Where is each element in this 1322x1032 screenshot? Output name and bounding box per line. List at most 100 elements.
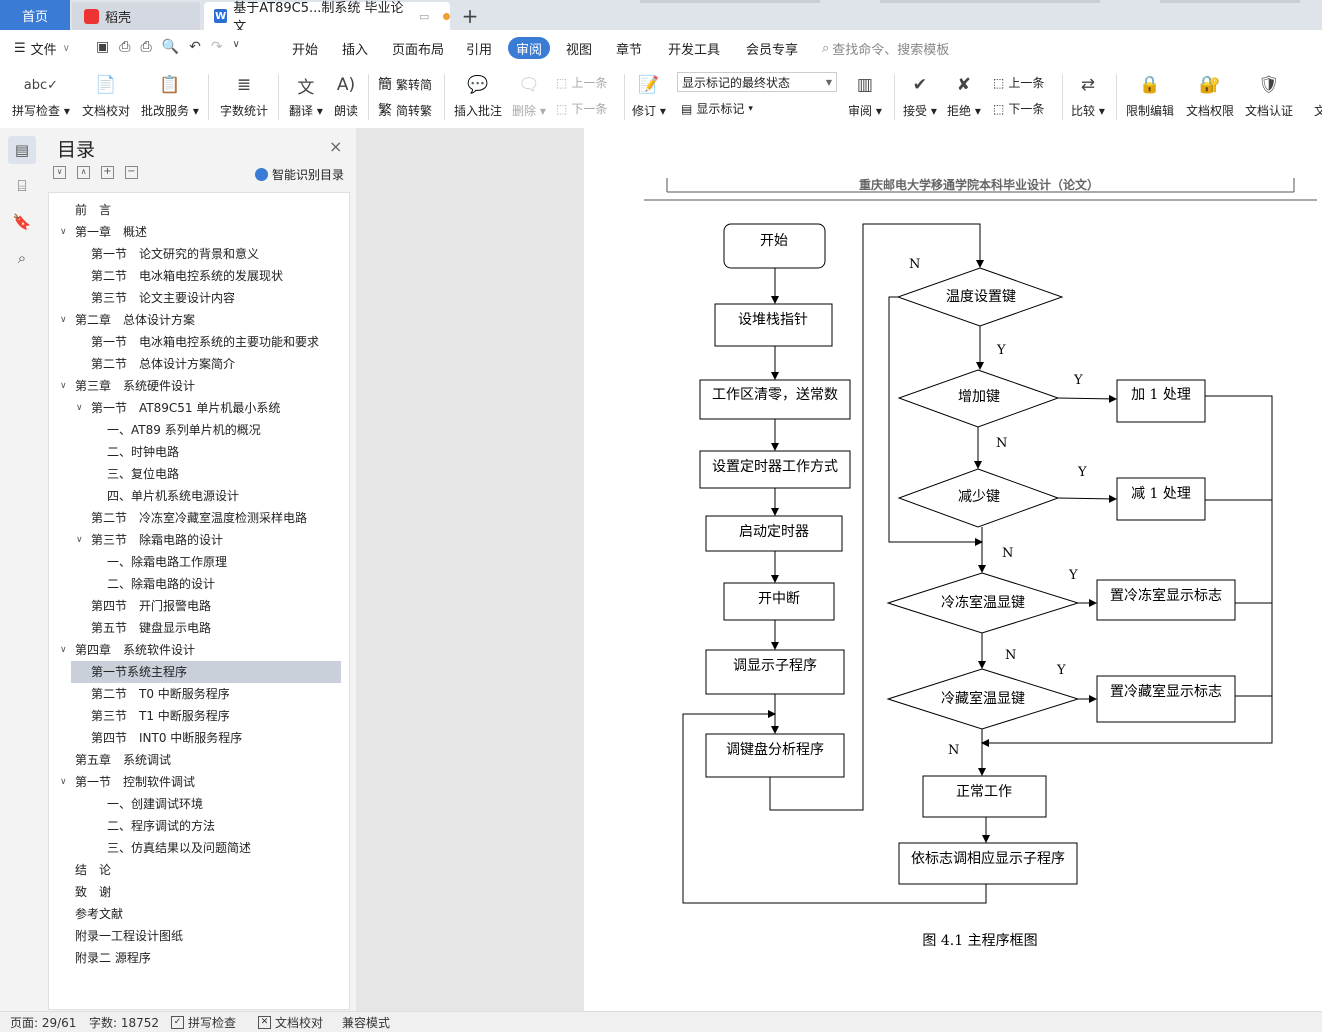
menu-start[interactable]: 开始 [292,42,319,58]
chapter-nav-icon[interactable]: ⌸ [17,177,27,195]
menu-review[interactable]: 审阅 [508,37,551,59]
track-changes-button[interactable]: 📝 修订 ▾ [632,72,666,119]
menu-view[interactable]: 视图 [566,42,593,58]
toc-panel-icon[interactable]: ▤ [8,136,36,164]
toc-item[interactable]: 三、复位电路 [107,467,180,481]
save-icon[interactable]: ▣ [96,39,110,55]
toc-item[interactable]: 二、程序调试的方法 [107,819,216,833]
word-count-button[interactable]: ≣ 字数统计 [220,72,268,119]
close-icon[interactable]: × [329,137,343,156]
print-icon[interactable]: ⎙ [140,39,152,55]
new-tab-button[interactable]: + [461,4,479,28]
toc-item[interactable]: 附录二 源程序 [75,951,151,965]
toc-item-selected[interactable]: 第一节系统主程序 [71,661,341,683]
toc-item[interactable]: 第四节 开门报警电路 [91,599,212,613]
prev-change-button[interactable]: ⬚上一条 [993,75,1045,91]
toc-item[interactable]: 第三节 T1 中断服务程序 [91,709,230,723]
toc-item[interactable]: 一、AT89 系列单片机的概况 [107,423,261,437]
toc-item[interactable]: 前 言 [75,203,112,217]
delete-comment-button[interactable]: 🗨 删除 ▾ [512,72,546,119]
toc-item[interactable]: 第二节 T0 中断服务程序 [91,687,230,701]
reject-button[interactable]: ✘ 拒绝 ▾ [947,72,981,119]
toc-item[interactable]: ∨第四章 系统软件设计 [60,639,195,661]
next-change-button[interactable]: ⬚下一条 [993,101,1045,117]
accept-button[interactable]: ✔ 接受 ▾ [903,72,937,119]
undo-icon[interactable]: ↶ [189,39,201,55]
smart-toc-button[interactable]: 智能识别目录 [255,166,344,183]
toc-item[interactable]: 第五章 系统调试 [75,753,172,767]
chevron-down-icon[interactable]: ∨ [60,777,67,787]
toc-item[interactable]: ∨第一节 AT89C51 单片机最小系统 [76,397,280,419]
bookmark-icon[interactable]: 🔖 [12,213,32,231]
toc-item[interactable]: 二、时钟电路 [107,445,180,459]
toc-item[interactable]: 第二节 电冰箱电控系统的发展现状 [91,269,284,283]
command-search[interactable]: ⌕ 查找命令、搜索模板 [822,30,949,66]
tab-document[interactable]: W 基于AT89C5...制系统 毕业论文 ▭ [204,1,450,35]
toc-item[interactable]: ∨第二章 总体设计方案 [60,309,195,331]
toc-item[interactable]: 第二节 冷冻室冷藏室温度检测采样电路 [91,511,308,525]
toc-item[interactable]: 致 谢 [75,885,112,899]
simp-to-trad-button[interactable]: 繁简转繁 [378,100,432,120]
read-aloud-button[interactable]: A) 朗读 [333,72,359,119]
toc-item[interactable]: 第四节 INT0 中断服务程序 [91,731,243,745]
toc-item[interactable]: 三、仿真结果以及问题简述 [107,841,252,855]
menu-insert[interactable]: 插入 [342,42,369,58]
toc-item[interactable]: 第一节 电冰箱电控系统的主要功能和要求 [91,335,320,349]
menu-developer[interactable]: 开发工具 [668,42,721,58]
toc-item[interactable]: 参考文献 [75,907,124,921]
redo-icon[interactable]: ↷ [210,39,223,55]
tab-docer[interactable]: 稻壳 [72,2,200,30]
toc-item[interactable]: 第五节 键盘显示电路 [91,621,212,635]
menu-references[interactable]: 引用 [466,42,493,58]
doc-cert-button[interactable]: 🛡 文档认证 [1245,72,1293,119]
toc-item[interactable]: ∨第一章 概述 [60,221,147,243]
menu-member[interactable]: 会员专享 [746,42,799,58]
toc-item[interactable]: 结 论 [75,863,112,877]
toc-item[interactable]: 一、创建调试环境 [107,797,204,811]
toc-item[interactable]: 一、除霜电路工作原理 [107,555,228,569]
insert-comment-button[interactable]: 💬 插入批注 [454,72,502,119]
spell-check-button[interactable]: abc✓ 拼写检查 ▾ [12,72,70,119]
chevron-down-icon[interactable]: ∨ [76,535,83,545]
print-preview-icon[interactable]: 🔍 [161,39,180,55]
toc-item[interactable]: 二、除霜电路的设计 [107,577,216,591]
doc-permission-button[interactable]: 🔐 文档权限 [1186,72,1234,119]
markup-state-select[interactable]: 显示标记的最终状态 ▼ [677,72,837,92]
toc-item[interactable]: ∨第三节 除霜电路的设计 [76,529,223,551]
file-menu[interactable]: ☰ 文件 ∨ [14,30,70,66]
toc-item[interactable]: 附录一工程设计图纸 [75,929,184,943]
word-count-indicator[interactable]: 字数: 18752 [89,1016,160,1030]
toc-item[interactable]: 四、单片机系统电源设计 [107,489,240,503]
toc-item[interactable]: ∨第一节 控制软件调试 [60,771,195,793]
show-markup-button[interactable]: ▤显示标记▾ [681,101,753,117]
translate-button[interactable]: 文 翻译 ▾ [289,72,323,119]
toc-item[interactable]: 第三节 论文主要设计内容 [91,291,236,305]
chevron-down-icon[interactable]: ∨ [60,227,67,237]
menu-chapter[interactable]: 章节 [616,42,643,58]
toc-item[interactable]: 第一节 论文研究的背景和意义 [91,247,260,261]
expand-all-icon[interactable]: ∨ [53,166,66,179]
restrict-edit-button[interactable]: 🔒 限制编辑 [1126,72,1174,119]
collapse-all-icon[interactable]: ∧ [77,166,90,179]
review-service-button[interactable]: 📋 批改服务 ▾ [141,72,199,119]
expand-level-icon[interactable]: + [101,166,114,179]
doc-proof-status[interactable]: ✕文档校对 [258,1014,323,1031]
chevron-down-icon[interactable]: ∨ [76,403,83,413]
prev-comment-button[interactable]: ⬚上一条 [556,75,608,91]
collapse-level-icon[interactable]: − [125,166,138,179]
chevron-down-icon[interactable]: ∨ [60,315,67,325]
export-pdf-icon[interactable]: ⎙ [119,39,131,55]
toc-item[interactable]: 第二节 总体设计方案简介 [91,357,236,371]
chevron-down-icon[interactable]: ∨ [60,381,67,391]
page-indicator[interactable]: 页面: 29/61 [10,1016,77,1030]
menu-page-layout[interactable]: 页面布局 [392,42,445,58]
customize-dropdown-icon[interactable]: ∨ [232,39,240,50]
chevron-down-icon[interactable]: ∨ [60,645,67,655]
spell-check-status[interactable]: ✓拼写检查 [171,1014,236,1031]
trad-to-simp-button[interactable]: 簡繁转简 [378,74,432,94]
more-ribbon-button[interactable]: 文 [1307,72,1322,119]
toc-item[interactable]: ∨第三章 系统硬件设计 [60,375,195,397]
tab-home[interactable]: 首页 [0,0,70,30]
next-comment-button[interactable]: ⬚下一条 [556,101,608,117]
review-pane-button[interactable]: ▥ 审阅 ▾ [848,72,882,119]
